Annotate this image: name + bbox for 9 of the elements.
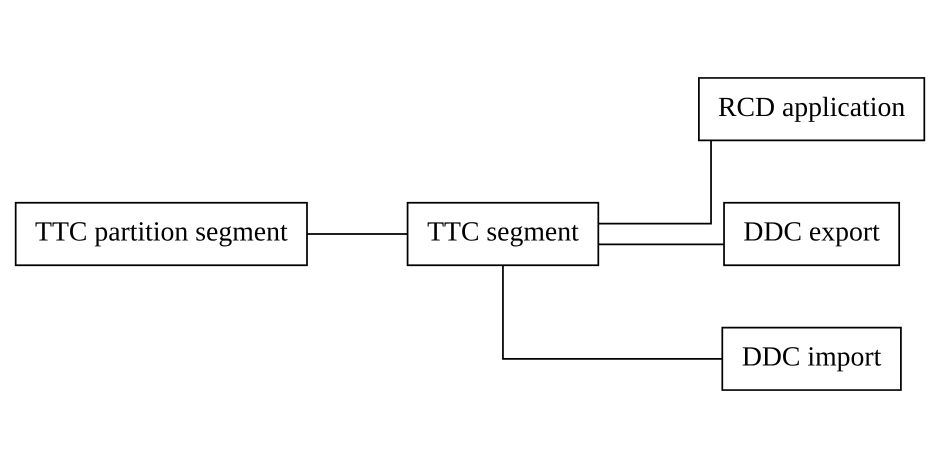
node-box: RCD application [698, 77, 926, 142]
node-box: DDC import [721, 326, 902, 391]
connector [502, 266, 722, 360]
node-box: DDC export [723, 202, 900, 266]
connector [598, 244, 724, 246]
node-box: TTC partition segment [14, 202, 308, 266]
connector [307, 233, 408, 235]
node-box: TTC segment [406, 202, 600, 266]
connector [598, 140, 712, 224]
